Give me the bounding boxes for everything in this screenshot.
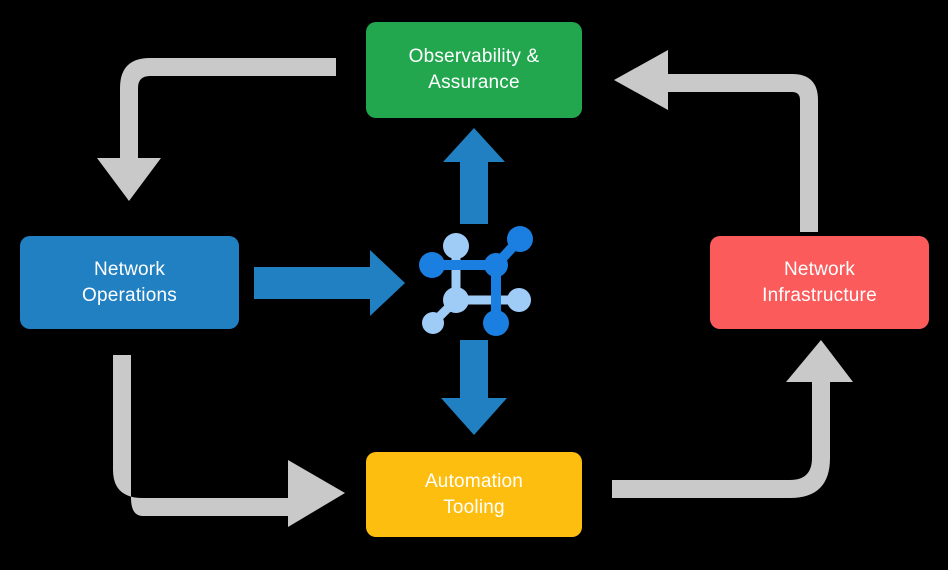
node-box-network-operations[interactable]: Network Operations <box>20 236 239 329</box>
connector-center-to-automation-icon <box>441 340 507 435</box>
connector-center-to-observability-icon <box>443 128 505 224</box>
connector-infrastructure-to-observability-icon <box>614 50 818 232</box>
network-topology-icon <box>419 226 533 336</box>
connector-observability-to-operations-icon <box>97 58 336 201</box>
node-box-automation-tooling[interactable]: Automation Tooling <box>366 452 582 537</box>
node-box-observability[interactable]: Observability & Assurance <box>366 22 582 118</box>
node-box-network-infrastructure[interactable]: Network Infrastructure <box>710 236 929 329</box>
connector-operations-to-center-icon <box>254 250 405 316</box>
connector-operations-to-automation-icon <box>113 355 345 527</box>
connector-automation-to-infrastructure-icon <box>612 340 853 498</box>
